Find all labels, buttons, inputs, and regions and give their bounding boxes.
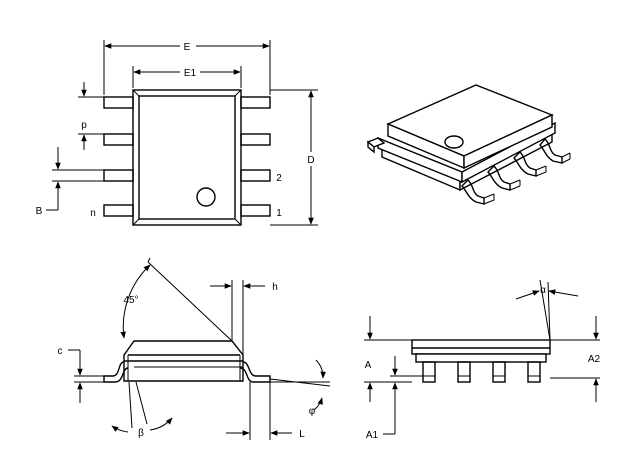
iso-pin1-marker	[444, 135, 464, 149]
end-view: A A1 A2 α	[364, 279, 607, 441]
dim-L-label: L	[299, 429, 305, 440]
pin-n-label: n	[90, 208, 96, 219]
end-lead-3	[492, 361, 506, 383]
lead-left-4	[103, 204, 134, 217]
lead-left-1	[103, 96, 134, 109]
dim-B-label: B	[36, 206, 43, 217]
lead-left-2	[103, 133, 134, 146]
end-lead-4	[527, 361, 541, 383]
top-view-body-inner	[138, 95, 236, 220]
dim-E-label: E	[184, 42, 191, 53]
dim-E1-label: E1	[184, 68, 197, 79]
top-view-body	[132, 89, 242, 226]
dim-p-label: p	[81, 120, 87, 131]
dim-alpha-label: α	[540, 285, 546, 296]
isometric-view	[366, 84, 571, 205]
dim-A-label: A	[365, 360, 372, 371]
side-lead-right	[239, 361, 271, 383]
top-view: E E1 D p B n 2 1	[36, 40, 318, 226]
angle-45-label: 45°	[123, 295, 138, 306]
lead-right-3	[240, 169, 271, 182]
pin1-marker-dot	[196, 187, 216, 207]
dim-D-label: D	[307, 155, 314, 166]
pin-2-label: 2	[276, 173, 282, 184]
side-lead-left	[103, 361, 129, 383]
side-view: 45° h c β L φ	[58, 257, 331, 440]
end-view-body	[411, 339, 551, 355]
lead-left-3	[103, 169, 134, 182]
lead-right-1	[240, 96, 271, 109]
lead-right-4	[240, 204, 271, 217]
pin-1-label: 1	[276, 208, 282, 219]
lead-right-2	[240, 133, 271, 146]
dim-phi-label: φ	[309, 406, 316, 417]
end-lead-1	[422, 361, 436, 383]
dim-beta-label: β	[138, 428, 144, 439]
end-lead-2	[457, 361, 471, 383]
dim-c-label: c	[58, 346, 63, 357]
dim-h-label: h	[272, 282, 278, 293]
dim-A2-label: A2	[588, 354, 601, 365]
dim-A1-label: A1	[366, 430, 379, 441]
iso-leads	[461, 137, 571, 205]
